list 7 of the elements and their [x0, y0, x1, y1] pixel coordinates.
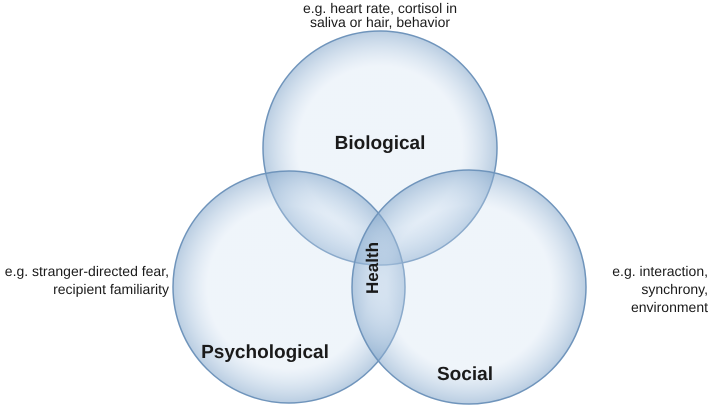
- example-note: e.g. interaction, synchrony, environment: [611, 262, 708, 316]
- example-note: e.g. heart rate, cortisol in saliva or hair, behavior: [302, 1, 458, 29]
- circle-label: Psychological: [201, 342, 329, 364]
- circle-label: Biological: [334, 133, 426, 155]
- circle-label: Social: [437, 364, 493, 386]
- example-note: e.g. stranger-directed fear, recipient familiarity: [4, 262, 169, 298]
- center-label: Health: [363, 242, 383, 294]
